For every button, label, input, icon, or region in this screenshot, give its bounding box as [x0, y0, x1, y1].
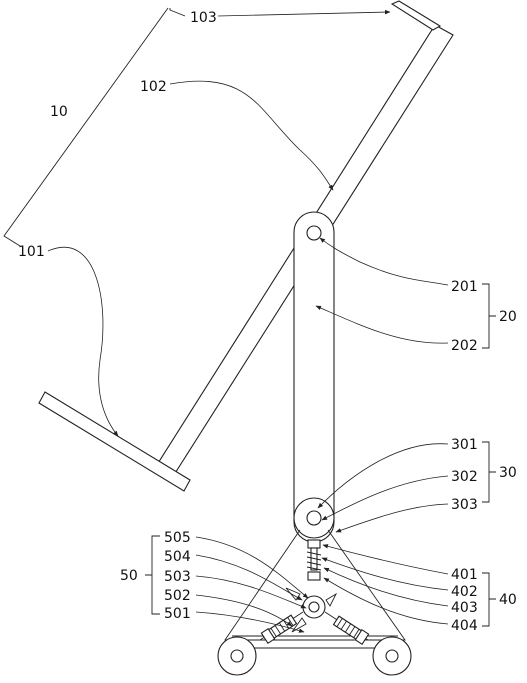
top-clip-bar	[390, 0, 442, 31]
left-strut-cap	[260, 628, 276, 644]
bracket-40	[482, 572, 496, 627]
hub-center	[308, 601, 320, 613]
top-pivot	[306, 225, 322, 241]
arm-body	[293, 211, 335, 543]
label-101: 101	[18, 244, 45, 260]
left-strut-spring	[266, 614, 298, 640]
leader-303	[335, 503, 449, 533]
base-frame	[217, 529, 412, 676]
label-404: 404	[451, 618, 478, 634]
label-403: 403	[451, 600, 478, 616]
leader-402	[321, 557, 449, 591]
bracket-10-line	[3, 7, 169, 247]
bracket-20	[482, 283, 496, 349]
spring-cap-top	[307, 539, 321, 549]
label-40: 40	[499, 592, 517, 608]
label-505: 505	[164, 530, 191, 546]
label-50: 50	[120, 568, 138, 584]
bracket-10	[169, 8, 186, 17]
reference-numerals: 103 102 10 101 201 202 20 301 302 303 30…	[18, 10, 517, 634]
right-wheel-hub	[385, 649, 399, 663]
label-30: 30	[499, 465, 517, 481]
label-202: 202	[451, 338, 478, 354]
spring-coils	[306, 551, 322, 571]
label-303: 303	[451, 497, 478, 513]
bracket-30	[482, 441, 496, 503]
leader-lines	[47, 9, 449, 633]
label-401: 401	[451, 567, 478, 583]
label-501: 501	[164, 606, 191, 622]
lower-joint	[293, 497, 335, 539]
leader-403	[323, 567, 449, 607]
bottom-foot-bar	[38, 391, 191, 492]
left-wheel-hub	[230, 649, 244, 663]
label-503: 503	[164, 569, 191, 585]
label-20: 20	[499, 309, 517, 325]
leader-505	[195, 536, 309, 599]
label-402: 402	[451, 584, 478, 600]
hub-pawl-right	[325, 592, 338, 607]
label-301: 301	[451, 437, 478, 453]
board-assembly	[38, 0, 454, 492]
label-102: 102	[140, 79, 167, 95]
label-302: 302	[451, 469, 478, 485]
leader-504	[195, 554, 303, 601]
hub-assembly	[259, 587, 370, 645]
leader-102	[169, 80, 334, 191]
triangle-frame	[224, 529, 406, 641]
group-brackets	[145, 283, 496, 627]
joint-pin	[306, 510, 322, 526]
leader-401	[322, 544, 449, 575]
label-504: 504	[164, 549, 191, 565]
leader-302	[321, 475, 449, 521]
leader-101	[47, 246, 119, 437]
leader-201	[319, 237, 449, 286]
leader-202	[315, 305, 449, 344]
label-502: 502	[164, 588, 191, 604]
label-201: 201	[451, 279, 478, 295]
leader-501	[195, 611, 305, 633]
spring-cap-bottom	[307, 571, 321, 581]
leader-301	[317, 443, 449, 509]
bracket-50	[145, 535, 160, 615]
vertical-arm	[293, 211, 335, 543]
leader-404	[323, 577, 449, 625]
label-10: 10	[50, 104, 68, 120]
hub-pawl-lower	[291, 617, 307, 633]
label-103: 103	[190, 10, 217, 26]
leader-103	[217, 9, 391, 17]
leader-503	[195, 575, 307, 609]
spring-assembly	[306, 539, 322, 581]
leader-502	[195, 594, 293, 627]
right-strut-cap	[354, 629, 370, 645]
